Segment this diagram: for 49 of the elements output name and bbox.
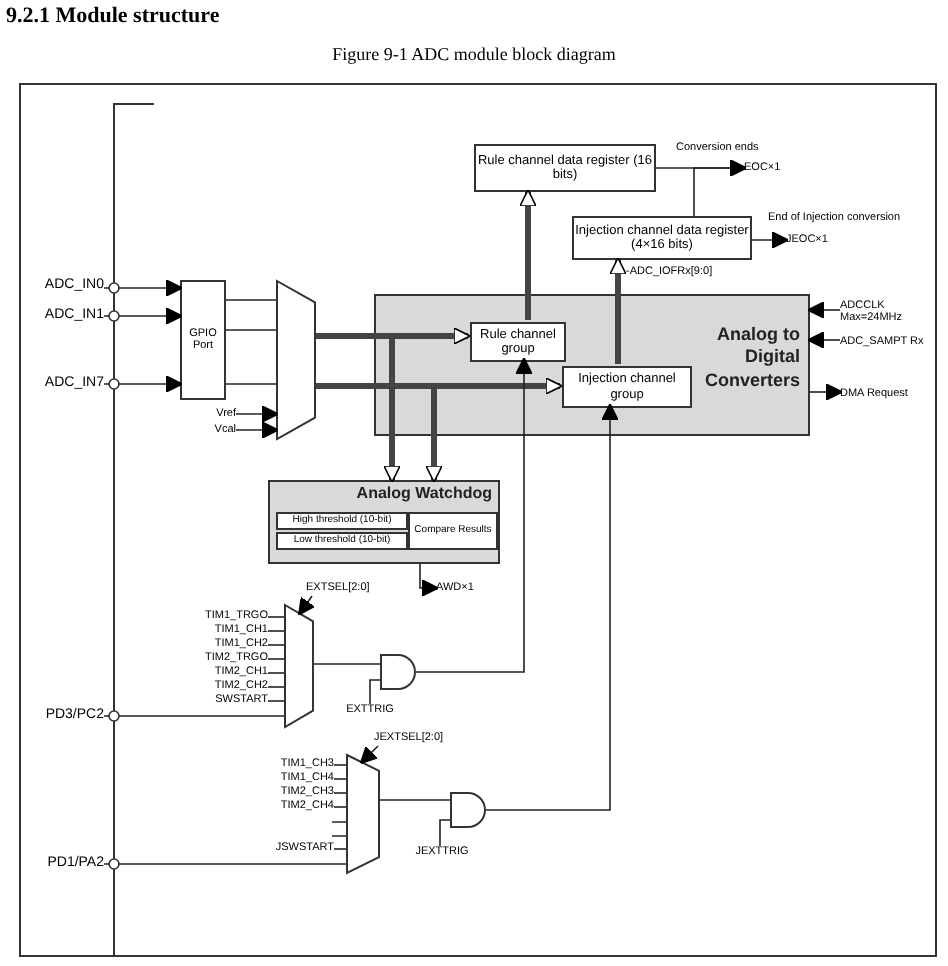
arrow [235,421,279,439]
block-title: Analog Watchdog [356,484,492,503]
signal-line [333,764,347,766]
figure-caption: Figure 9-1 ADC module block diagram [330,44,618,64]
signal-line [103,715,285,717]
arrow [103,375,183,393]
signal-line [333,848,347,850]
and-gate-symbol [450,792,486,828]
signal-line [267,616,285,618]
signal-line [333,806,347,808]
multiplexer-symbol [284,604,314,728]
arrow [807,331,841,349]
block-title: Analog to Digital Converters [702,324,800,392]
signal-line [379,799,451,801]
multiplexer-symbol [276,280,316,440]
arrow [103,307,183,325]
arrow [485,403,619,811]
arrow [235,405,279,423]
arrow [809,383,843,401]
signal-line [225,299,277,301]
converter-block [374,294,810,436]
signal-line [369,679,381,705]
signal-line [439,819,451,847]
signal-line [333,792,347,794]
arrow [693,159,747,217]
signal-line [267,672,285,674]
arrow [415,357,533,673]
signal-line [267,700,285,702]
signal-line [225,329,277,331]
signal-line [267,686,285,688]
and-gate-symbol [380,654,416,690]
signal-line [267,644,285,646]
arrow [103,279,183,297]
bus-arrow [519,189,537,320]
arrow [298,595,316,616]
signal-line [313,663,381,665]
arrow [419,563,439,597]
arrow [359,745,379,765]
signal-line [103,863,347,865]
arrow [751,231,789,249]
watchdog-block [268,480,500,564]
signal-line [267,658,285,660]
multiplexer-symbol [346,754,380,874]
bus-arrow [609,257,627,364]
signal-line [225,383,277,385]
arrow [807,301,841,319]
signal-line [333,778,347,780]
section-heading: 9.2.1 Module structure [6,4,220,28]
signal-line [267,630,285,632]
